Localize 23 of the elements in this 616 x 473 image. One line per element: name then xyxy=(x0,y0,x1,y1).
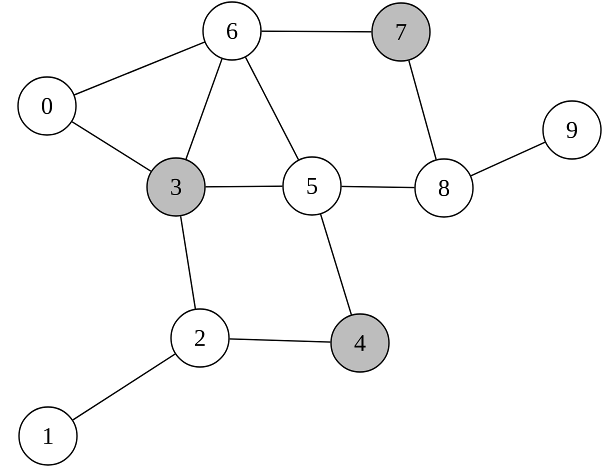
edge-line xyxy=(206,186,282,188)
edge-line xyxy=(180,216,196,309)
edge-line xyxy=(342,186,414,188)
edge-line xyxy=(72,121,152,172)
circle-node: 6 xyxy=(202,1,262,61)
edge-line xyxy=(262,30,372,33)
edge-line xyxy=(185,58,223,160)
circle-node: 1 xyxy=(18,406,78,466)
edge-line xyxy=(72,354,176,420)
circle-node: 4 xyxy=(330,313,390,373)
circle-node: 7 xyxy=(371,2,431,62)
edge-line xyxy=(470,142,546,176)
edge-line xyxy=(320,214,352,315)
edge-line xyxy=(408,60,437,160)
circle-node: 8 xyxy=(414,158,474,218)
edge-line xyxy=(74,42,205,96)
circle-node: 3 xyxy=(146,157,206,217)
circle-node: 5 xyxy=(282,156,342,216)
circle-node: 0 xyxy=(17,76,77,136)
circle-node: 9 xyxy=(542,100,602,160)
edge-line xyxy=(245,57,299,160)
edge-line xyxy=(230,338,330,343)
circle-node: 2 xyxy=(170,308,230,368)
